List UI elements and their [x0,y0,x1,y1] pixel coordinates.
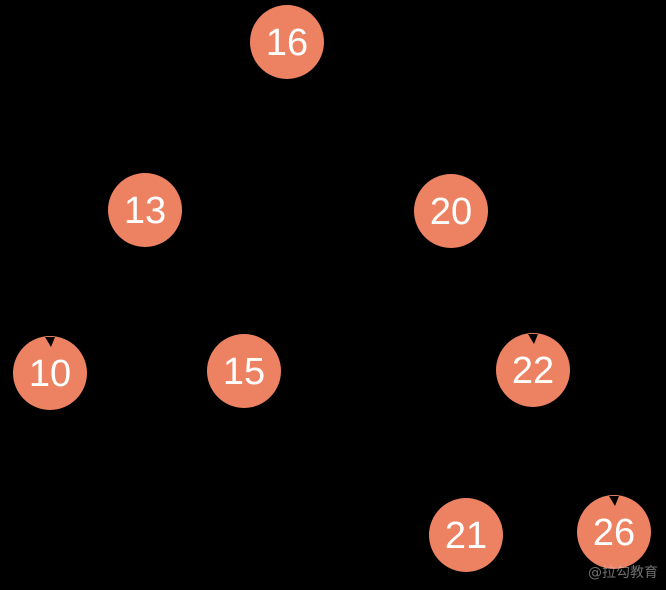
node-circle [207,334,281,408]
tree-node[interactable]: 20 [414,174,488,248]
nodes-layer: 16 13 20 10 15 22 21 26 [13,5,651,572]
node-circle [414,174,488,248]
tree-node[interactable]: 26 [577,495,651,569]
node-value-label: 13 [124,190,166,232]
tree-node[interactable]: 15 [207,334,281,408]
node-value-label: 22 [512,350,554,392]
tree-node[interactable]: 21 [429,498,503,572]
node-edge-notch-icon [528,334,538,344]
node-circle [429,498,503,572]
tree-node[interactable]: 10 [13,336,87,410]
tree-node[interactable]: 13 [108,173,182,247]
watermark-text: @拉勾教育 [588,565,658,581]
node-value-label: 21 [445,515,487,557]
edges-layer [48,40,616,536]
tree-node[interactable]: 16 [250,5,324,79]
node-circle [108,173,182,247]
node-value-label: 20 [430,191,472,233]
node-circle [496,333,570,407]
node-value-label: 15 [223,351,265,393]
node-edge-notch-icon [609,496,619,506]
node-value-label: 10 [29,353,71,395]
node-value-label: 16 [266,22,308,64]
tree-edge [285,40,453,213]
node-value-label: 26 [593,512,635,554]
node-edge-notch-icon [45,337,55,347]
node-circle [250,5,324,79]
tree-node[interactable]: 22 [496,333,570,407]
node-circle [13,336,87,410]
node-circle [577,495,651,569]
